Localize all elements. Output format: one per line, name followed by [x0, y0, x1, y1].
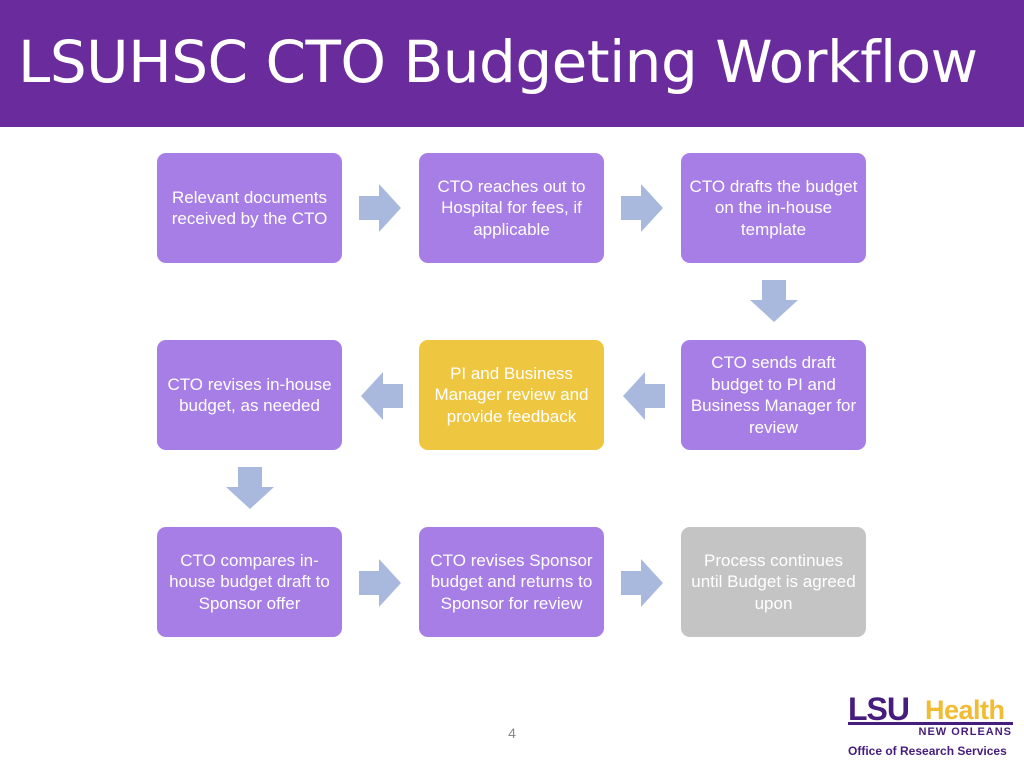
logo-office-text: Office of Research Services	[848, 744, 1007, 758]
arrow-right-icon	[359, 184, 401, 232]
logo-lsu-text: LSU	[848, 691, 910, 727]
lsu-health-logo: LSU Health NEW ORLEANS Office of Researc…	[845, 690, 1020, 762]
step-8-box: CTO revises Sponsor budget and returns t…	[419, 527, 604, 637]
arrow-right-icon	[621, 184, 663, 232]
arrow-down-icon	[750, 280, 798, 322]
logo-health-text: Health	[925, 695, 1005, 725]
title-banner: LSUHSC CTO Budgeting Workflow	[0, 0, 1024, 127]
logo-divider	[848, 722, 1013, 725]
step-2-box: CTO reaches out to Hospital for fees, if…	[419, 153, 604, 263]
step-3-box: CTO drafts the budget on the in-house te…	[681, 153, 866, 263]
page-number: 4	[508, 725, 516, 741]
step-4-box: CTO sends draft budget to PI and Busines…	[681, 340, 866, 450]
step-5-box: PI and Business Manager review and provi…	[419, 340, 604, 450]
step-7-box: CTO compares in-house budget draft to Sp…	[157, 527, 342, 637]
logo-location-text: NEW ORLEANS	[918, 726, 1012, 738]
step-9-box: Process continues until Budget is agreed…	[681, 527, 866, 637]
step-1-box: Relevant documents received by the CTO	[157, 153, 342, 263]
arrow-down-icon	[226, 467, 274, 509]
slide-title: LSUHSC CTO Budgeting Workflow	[18, 28, 978, 96]
arrow-right-icon	[359, 559, 401, 607]
step-6-box: CTO revises in-house budget, as needed	[157, 340, 342, 450]
arrow-left-icon	[361, 372, 403, 420]
arrow-left-icon	[623, 372, 665, 420]
arrow-right-icon	[621, 559, 663, 607]
